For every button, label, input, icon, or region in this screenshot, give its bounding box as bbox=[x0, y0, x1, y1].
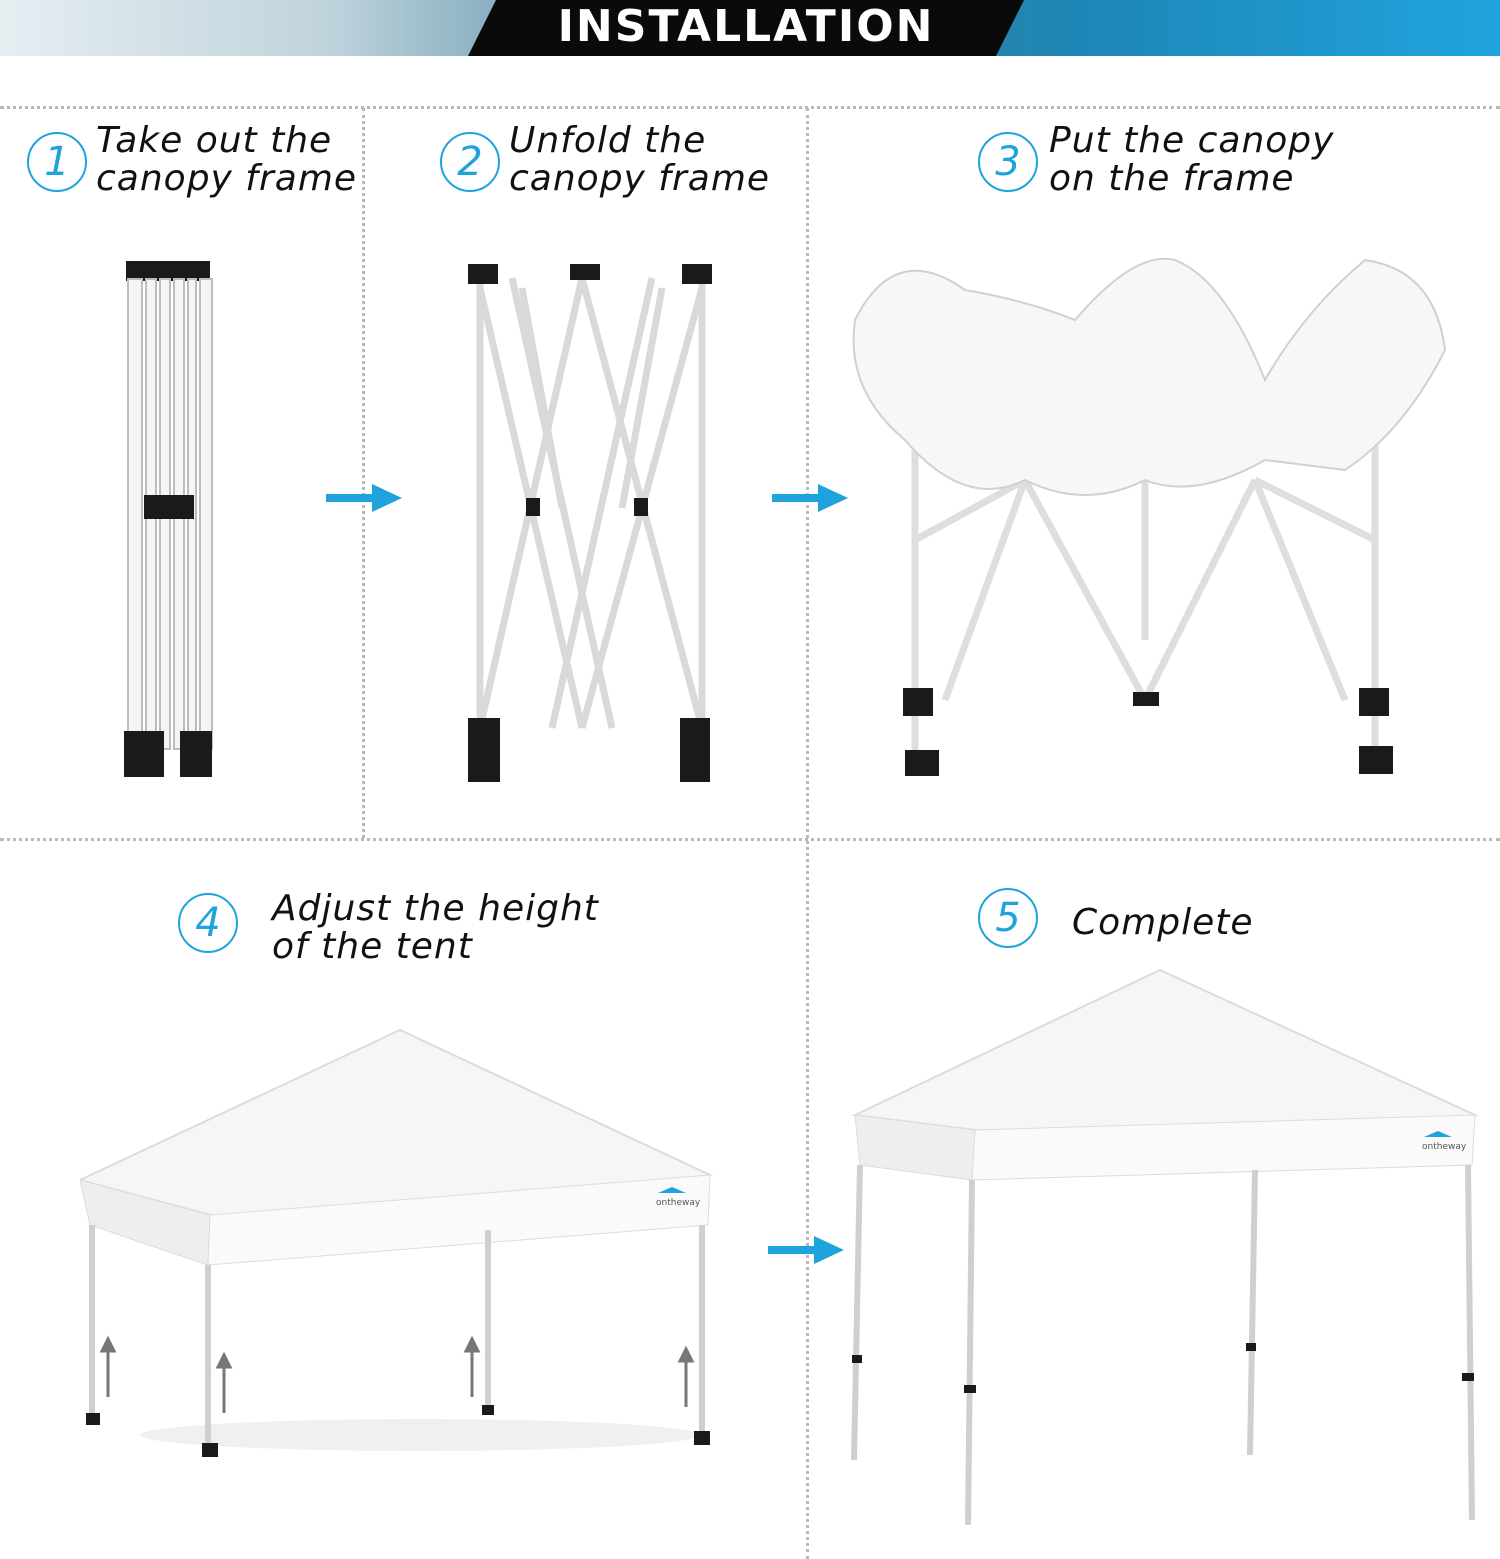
arrow-right-icon bbox=[768, 1236, 844, 1264]
arrow-right-icon bbox=[772, 484, 848, 512]
tent-complete-illustration: ontheway bbox=[851, 968, 1479, 1526]
step-2-line1: Unfold the bbox=[509, 120, 707, 161]
folded-frame-illustration bbox=[124, 261, 213, 777]
tent-adjust-height-illustration: ontheway bbox=[80, 1028, 714, 1457]
brand-logo: ontheway bbox=[656, 1187, 701, 1208]
column-divider-2 bbox=[806, 108, 809, 1559]
step-1-line2: canopy frame bbox=[96, 158, 358, 199]
brand-logo: ontheway bbox=[1422, 1131, 1467, 1152]
page-title: INSTALLATION STEPS bbox=[557, 1, 935, 106]
step-3-number: 3 bbox=[978, 132, 1038, 192]
canopy-on-frame-illustration bbox=[852, 257, 1447, 776]
step-1-label: Take out the canopy frame bbox=[96, 122, 357, 198]
brand-logo-text: ontheway bbox=[656, 1198, 701, 1208]
brand-logo-text: ontheway bbox=[1422, 1142, 1467, 1152]
step-5-label: Complete bbox=[1072, 904, 1254, 942]
step-4-label: Adjust the height of the tent bbox=[272, 890, 599, 966]
step-1-line1: Take out the bbox=[96, 120, 333, 161]
step-3-line1: Put the canopy bbox=[1049, 120, 1335, 161]
step-4-number: 4 bbox=[178, 893, 238, 953]
step-4-line2: of the tent bbox=[272, 926, 473, 967]
step-2-line2: canopy frame bbox=[509, 158, 771, 199]
step-2-number: 2 bbox=[440, 132, 500, 192]
arrow-right-icon bbox=[326, 484, 402, 512]
step-2-label: Unfold the canopy frame bbox=[509, 122, 770, 198]
step-4-line1: Adjust the height bbox=[272, 888, 599, 929]
middle-divider bbox=[0, 838, 1500, 841]
step-5-number: 5 bbox=[978, 888, 1038, 948]
header-plate bbox=[468, 0, 1024, 56]
step-3-line2: on the frame bbox=[1049, 158, 1295, 199]
column-divider-1 bbox=[362, 108, 365, 838]
step-3-label: Put the canopy on the frame bbox=[1049, 122, 1334, 198]
step-5-line1: Complete bbox=[1072, 902, 1254, 943]
step-1-number: 1 bbox=[27, 132, 87, 192]
unfolded-frame-illustration bbox=[468, 264, 712, 782]
top-divider bbox=[0, 106, 1500, 109]
